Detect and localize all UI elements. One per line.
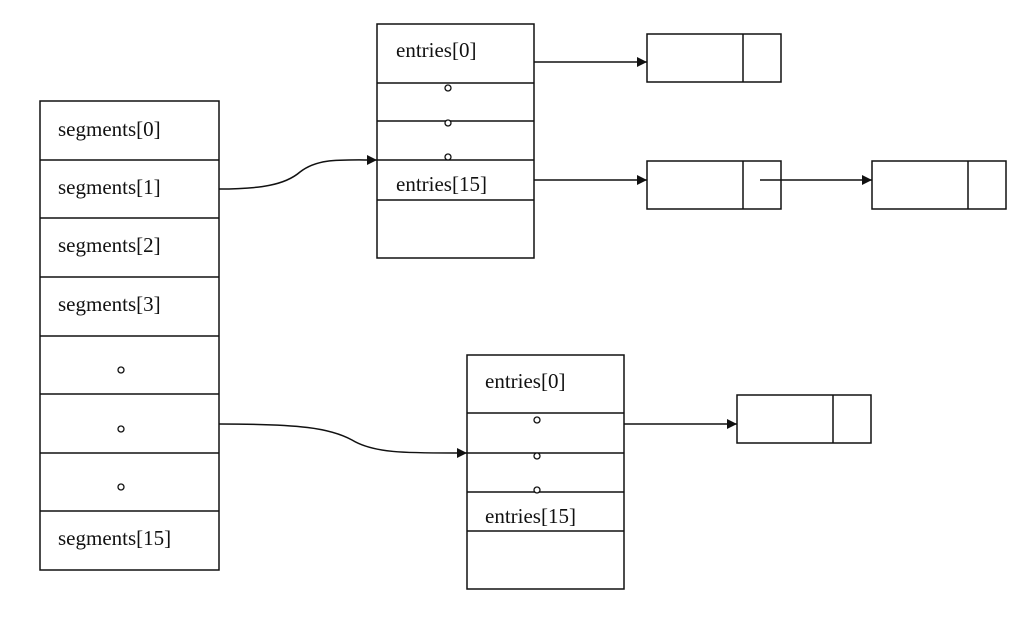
segment-label: segments[15]	[58, 526, 171, 550]
node-box	[871, 160, 1007, 210]
entries-table-lower	[466, 354, 625, 590]
ellipsis-dot	[444, 84, 452, 92]
entry-label: entries[0]	[396, 38, 476, 62]
node-box	[646, 33, 782, 83]
segment-label: segments[0]	[58, 117, 161, 141]
ellipsis-dot	[444, 153, 452, 161]
ellipsis-dot	[444, 119, 452, 127]
pointer-arrow	[218, 154, 378, 190]
ellipsis-dots	[117, 366, 125, 491]
hash-entry-node	[646, 160, 782, 210]
ellipsis-dot	[117, 425, 125, 433]
ellipsis-dot	[533, 416, 541, 424]
entries-table-border	[466, 354, 625, 590]
ellipsis-dot	[117, 366, 125, 374]
hash-entry-node	[736, 394, 872, 444]
entry-label: entries[15]	[485, 504, 576, 528]
ellipsis-dot	[533, 452, 541, 460]
segment-label: segments[2]	[58, 233, 161, 257]
node-box	[736, 394, 872, 444]
ellipsis-dots	[533, 416, 541, 494]
hash-entry-node	[871, 160, 1007, 210]
ellipsis-dots	[444, 84, 452, 161]
entry-label: entries[0]	[485, 369, 565, 393]
hash-entry-node	[646, 33, 782, 83]
pointer-arrow	[218, 423, 468, 459]
entry-label: entries[15]	[396, 172, 487, 196]
segments-array	[39, 100, 220, 571]
ellipsis-dot	[117, 483, 125, 491]
segment-label: segments[3]	[58, 292, 161, 316]
entries-table-border	[376, 23, 535, 259]
ellipsis-dot	[533, 486, 541, 494]
entries-table-upper	[376, 23, 535, 259]
segment-label: segments[1]	[58, 175, 161, 199]
node-box	[646, 160, 782, 210]
